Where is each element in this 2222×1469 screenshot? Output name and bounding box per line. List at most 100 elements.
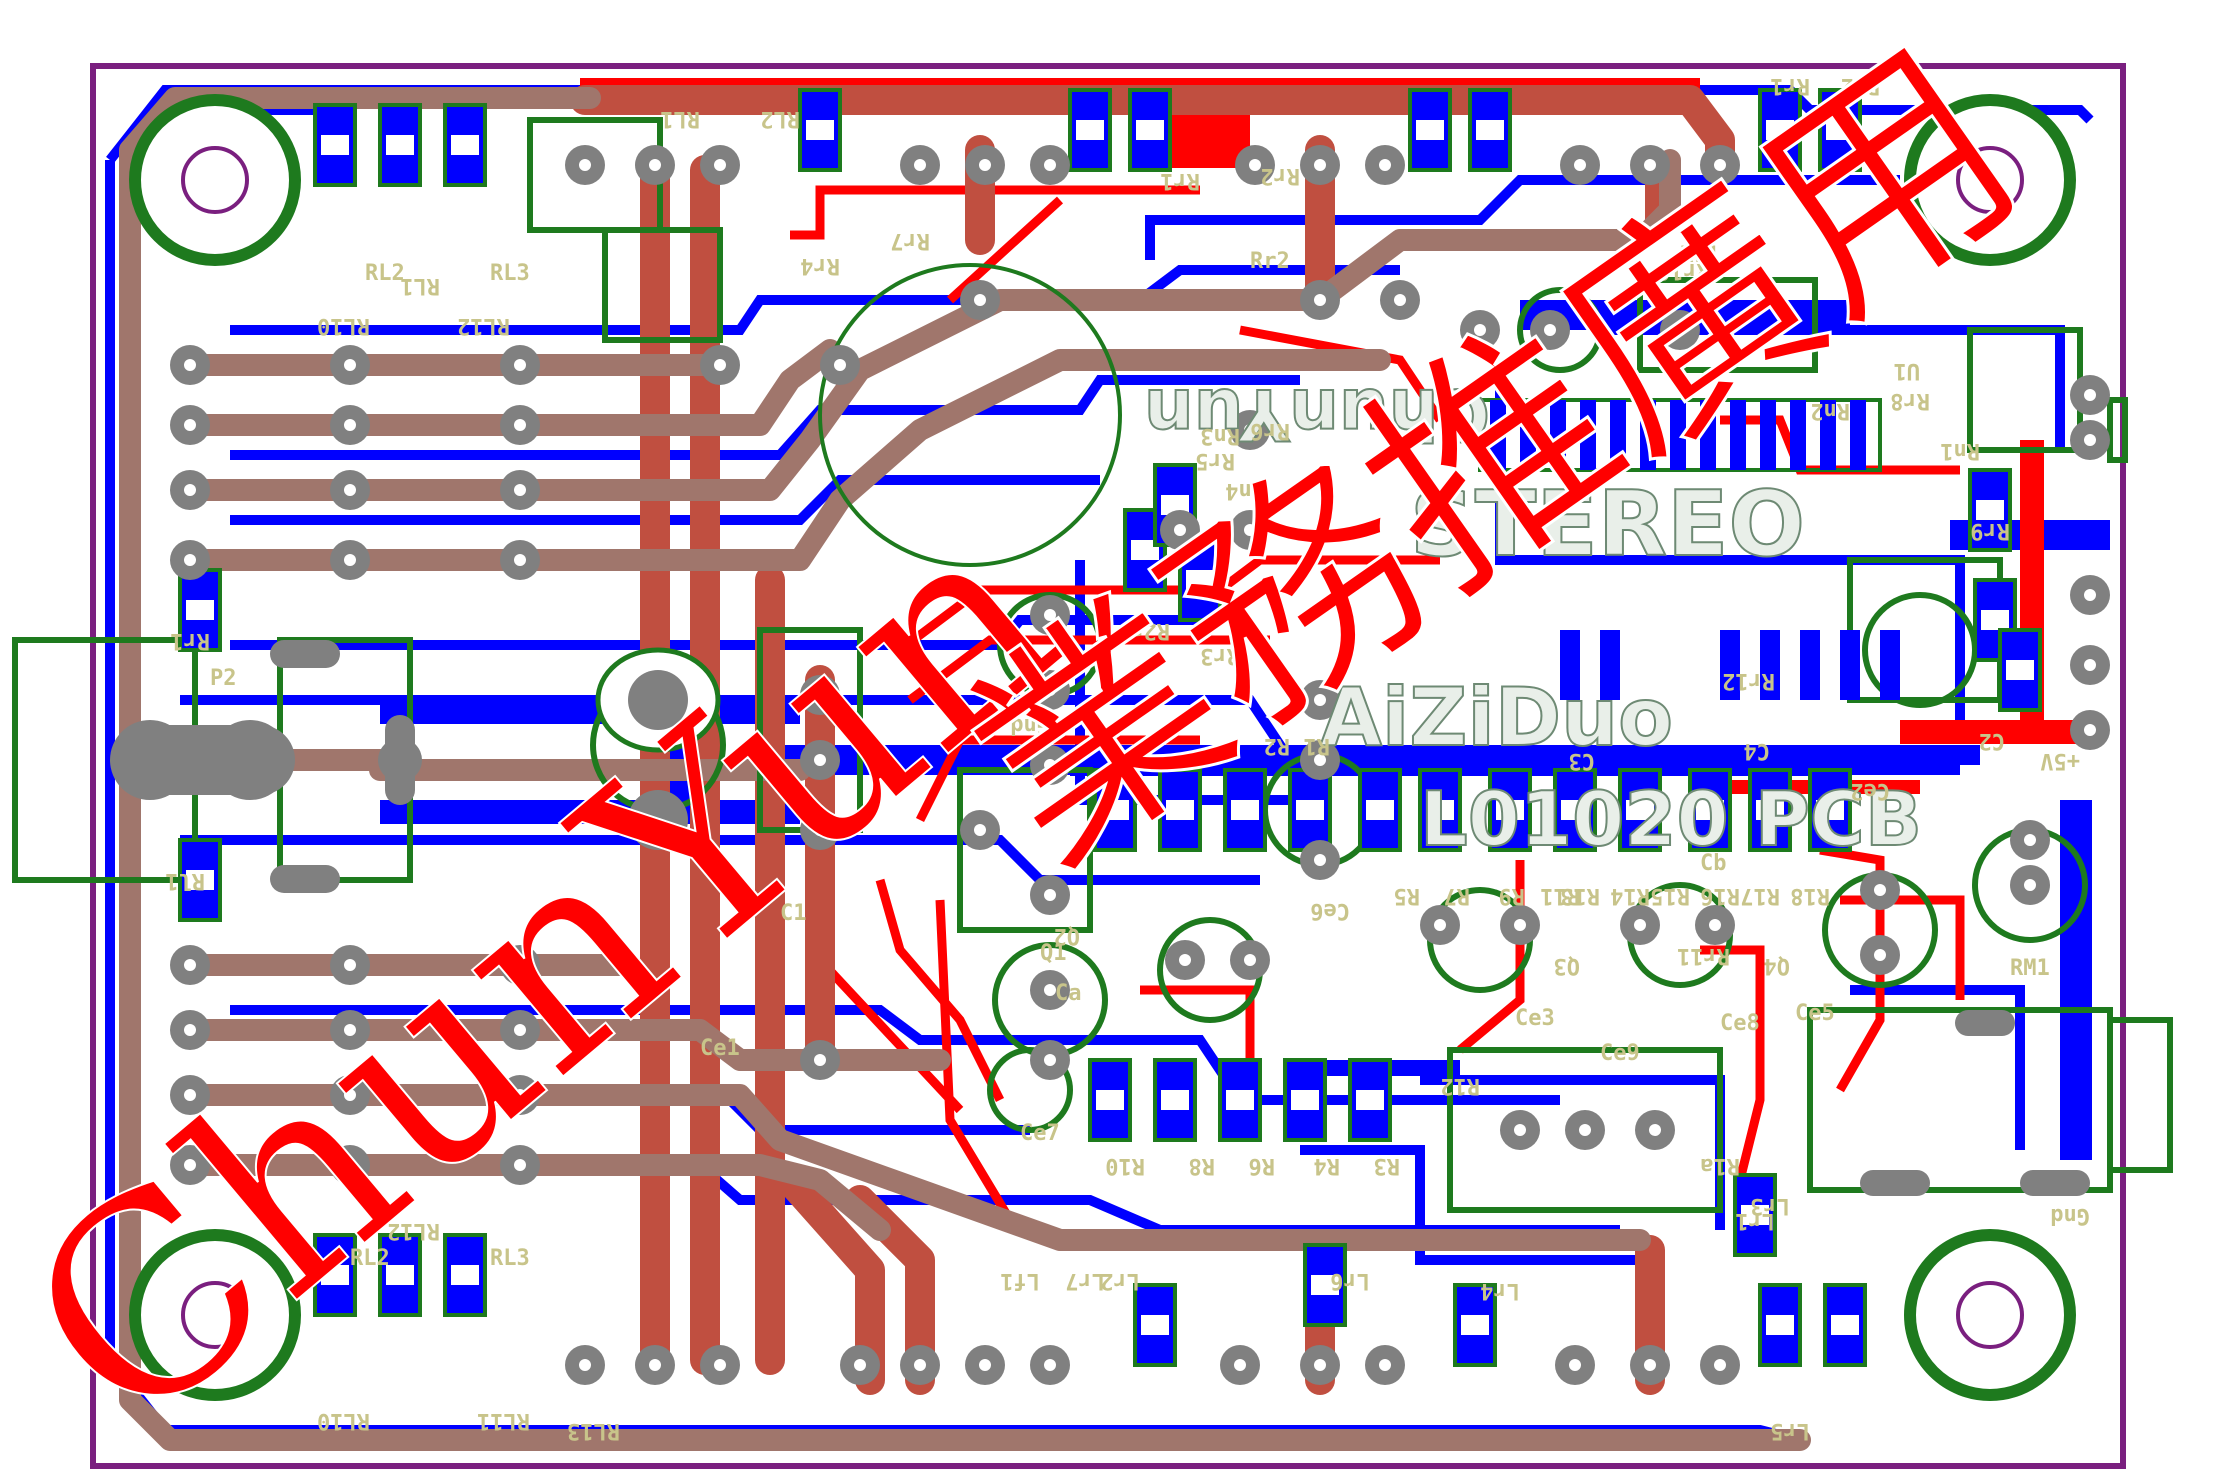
smd-pad-gap: [1161, 1090, 1189, 1110]
drill-hole: [1874, 949, 1886, 961]
drill-hole: [1714, 1359, 1726, 1371]
silk-label: Rn3: [1200, 423, 1240, 448]
drill-hole: [979, 1359, 991, 1371]
silk-label: R17: [1740, 883, 1780, 908]
smd-pad-gap: [1311, 1275, 1339, 1295]
silk-label: Ce7: [1020, 1121, 1060, 1146]
silk-label: Lr4: [1480, 1278, 1520, 1303]
silk-label: U1: [1894, 358, 1921, 383]
smd-pad-gap: [1981, 610, 2009, 630]
drill-hole: [1579, 1124, 1591, 1136]
logo-version: L01020 PCB: [1420, 775, 1922, 863]
silk-label: Gnd: [2050, 1203, 2090, 1228]
drill-hole: [1379, 1359, 1391, 1371]
drill-hole: [514, 959, 526, 971]
drill-hole: [184, 484, 196, 496]
drill-hole: [714, 1359, 726, 1371]
silk-label: Rr2: [1260, 163, 1300, 188]
drill-hole: [1709, 919, 1721, 931]
drill-hole: [184, 1159, 196, 1171]
silk-label: Rr2: [1840, 73, 1880, 98]
drill-hole: [514, 1089, 526, 1101]
silk-label: R16: [1700, 883, 1740, 908]
drill-hole: [344, 359, 356, 371]
drill-hole: [2084, 434, 2096, 446]
drill-hole: [914, 1359, 926, 1371]
silk-label: RL12: [457, 313, 510, 338]
mount-hole-icon: [1904, 1229, 2076, 1401]
drill-hole: [1234, 1359, 1246, 1371]
drill-hole: [1044, 759, 1056, 771]
smd-pad-gap: [1226, 1090, 1254, 1110]
drill-hole: [344, 959, 356, 971]
silk-label: P2: [210, 666, 237, 691]
drill-hole: [1394, 294, 1406, 306]
drill-hole: [1314, 159, 1326, 171]
drill-hole: [974, 824, 986, 836]
drill-hole: [579, 1359, 591, 1371]
drill-hole: [1314, 854, 1326, 866]
silk-label: R18: [1790, 883, 1830, 908]
drill-hole: [344, 1089, 356, 1101]
drill-hole: [184, 554, 196, 566]
smd-pad-gap: [186, 870, 214, 890]
mount-hole-icon: [129, 94, 301, 266]
drill-hole: [514, 554, 526, 566]
drill-hole: [1514, 1124, 1526, 1136]
silk-label: RL1: [660, 106, 700, 131]
drill-hole: [1244, 954, 1256, 966]
drill-hole: [854, 1359, 866, 1371]
smd-pad-gap: [321, 135, 349, 155]
silk-label: Rr5: [1195, 448, 1235, 473]
silk-label: RL2: [365, 261, 405, 286]
drill-hole: [514, 484, 526, 496]
logo-stereo: STEREO: [1410, 472, 1805, 577]
silk-label: R8: [1189, 1153, 1216, 1178]
drill-hole: [2084, 589, 2096, 601]
smd-pad-gap: [1136, 120, 1164, 140]
silk-label: R12: [1440, 1073, 1480, 1098]
smd-pad-gap: [1626, 800, 1654, 820]
smd-pad-gap: [1426, 800, 1454, 820]
smd-pad-gap: [1161, 495, 1189, 515]
silk-label: Rr11: [1677, 943, 1730, 968]
silk-label: Q3: [1554, 953, 1581, 978]
silk-label: R6: [1249, 1153, 1276, 1178]
drill-hole: [649, 159, 661, 171]
smd-pad-gap: [1476, 120, 1504, 140]
silk-label: Ca: [1055, 981, 1082, 1006]
drill-hole: [649, 1359, 661, 1371]
drill-hole: [1644, 1359, 1656, 1371]
drill-hole: [1474, 324, 1486, 336]
silk-label: C2: [1979, 728, 2006, 753]
drill-hole: [1649, 1124, 1661, 1136]
silk-label: R15: [1650, 883, 1690, 908]
smd-pad-gap: [1131, 540, 1159, 560]
drill-hole: [1714, 159, 1726, 171]
connectors: [110, 640, 2090, 1196]
silk-label: Rr10: [1657, 258, 1710, 283]
silk-label: Cb: [1700, 851, 1727, 876]
drill-hole: [2084, 724, 2096, 736]
silk-label: R7: [1444, 883, 1471, 908]
logo-aizidu: AiZiDuo: [1320, 671, 1673, 764]
silk-label: RL1: [400, 273, 440, 298]
connector-icon: [110, 640, 422, 893]
drill-hole: [1044, 159, 1056, 171]
drill-hole: [814, 824, 826, 836]
connector-icon: [1860, 1010, 2090, 1196]
smd-pad-gap: [1096, 1090, 1124, 1110]
silk-label: Rr8: [1890, 388, 1930, 413]
silk-label: Rr1: [1770, 73, 1810, 98]
silk-label: Gnd: [1010, 713, 1050, 738]
silk-label: Rr4: [800, 253, 840, 278]
silk-label: Rr1: [1680, 243, 1720, 268]
drill-hole: [1044, 984, 1056, 996]
silk-label: C3: [1569, 748, 1596, 773]
drill-hole: [814, 754, 826, 766]
smd-pad-gap: [1291, 1090, 1319, 1110]
smd-pad-gap: [1766, 120, 1794, 140]
silk-label: Lr2: [1100, 1268, 1140, 1293]
